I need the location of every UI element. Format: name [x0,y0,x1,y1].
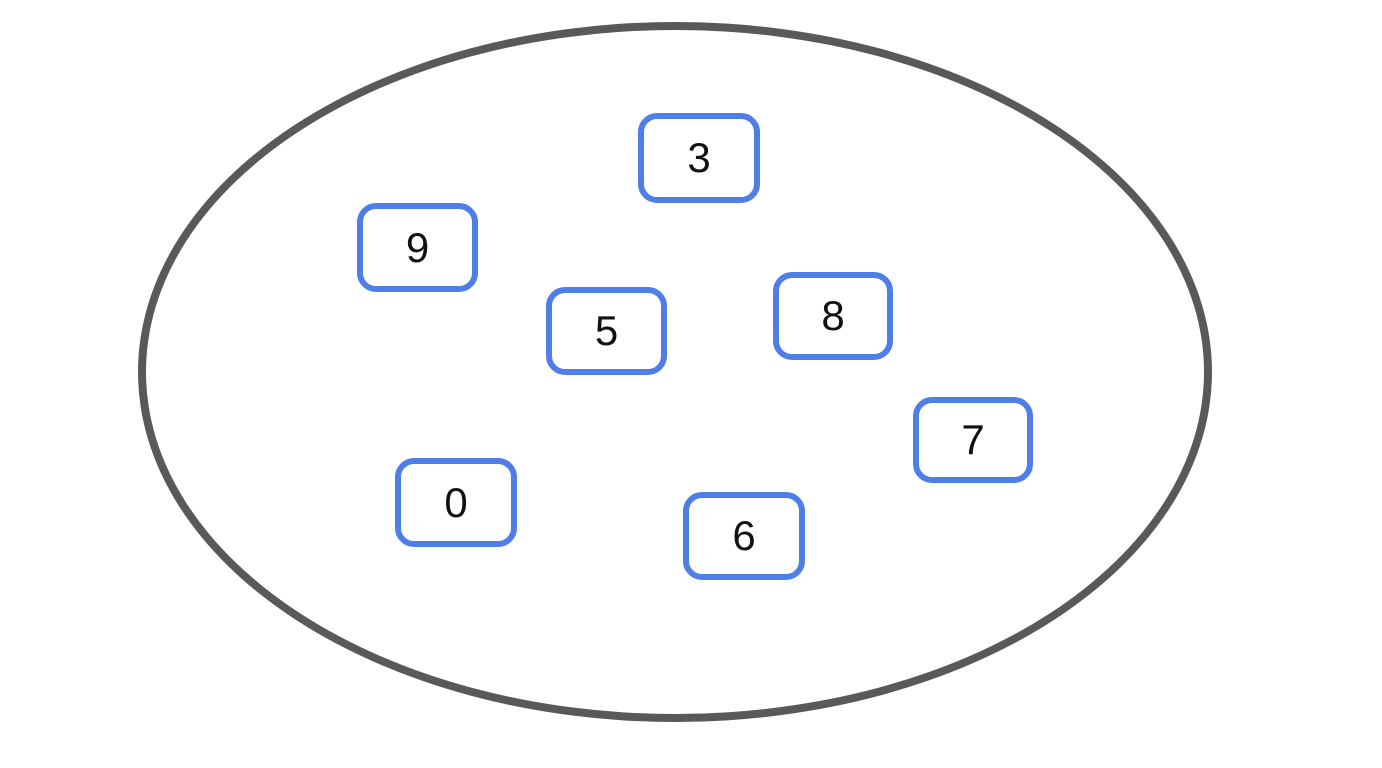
number-card[interactable]: 0 [395,458,517,547]
set-ellipse [138,22,1212,722]
number-card[interactable]: 6 [683,492,805,580]
number-card[interactable]: 7 [913,397,1033,483]
number-card[interactable]: 3 [638,113,760,203]
number-card[interactable]: 9 [357,203,478,292]
number-card[interactable]: 5 [546,287,667,375]
number-card[interactable]: 8 [773,272,893,360]
